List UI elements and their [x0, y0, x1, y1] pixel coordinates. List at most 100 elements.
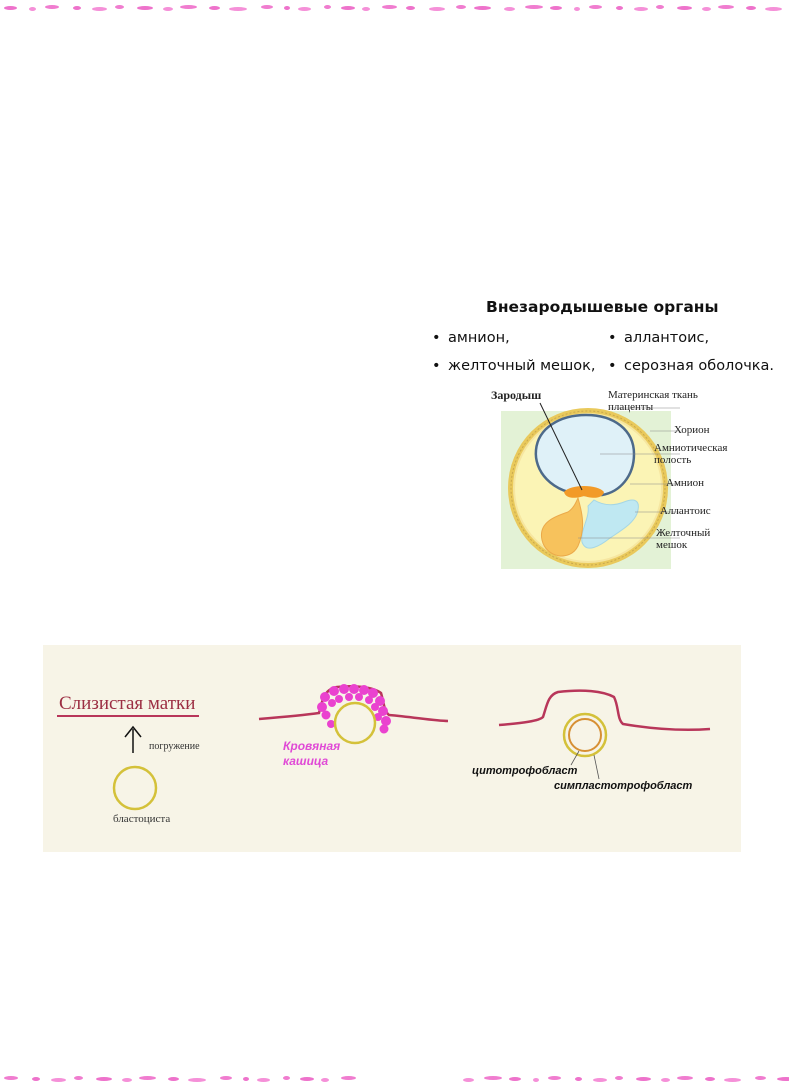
- label-yolk-sac-1: Желточный: [656, 527, 711, 539]
- embryo-shape: [564, 486, 604, 498]
- embryo-diagram: Зародыш Материнская ткань плаценты Хорио…: [490, 388, 750, 576]
- border-dash: [656, 5, 664, 9]
- border-dash: [702, 7, 711, 11]
- label-embryo: Зародыш: [491, 388, 542, 402]
- border-dash: [92, 7, 107, 11]
- top-dashed-border: [0, 0, 789, 16]
- label-symplastotrophoblast: симпластотрофобласт: [554, 780, 693, 792]
- border-dash: [550, 6, 562, 10]
- border-dash: [163, 7, 173, 11]
- amniotic-cavity: [534, 413, 636, 497]
- border-dash: [474, 6, 491, 10]
- embryo-pointer: [539, 402, 583, 491]
- border-dash: [484, 1076, 502, 1080]
- border-dash: [220, 1076, 232, 1080]
- implanting-blastocyst: [333, 701, 377, 745]
- label-blood-lacuna: Кровяная кашица: [283, 739, 341, 768]
- border-dash: [300, 1077, 314, 1081]
- border-dash: [615, 1076, 623, 1080]
- organ-item-yolk-sac: • желточный мешок,: [432, 358, 595, 374]
- border-dash: [593, 1078, 607, 1082]
- border-dash: [382, 5, 397, 9]
- organ-item-allantois: • аллантоис,: [608, 330, 709, 346]
- border-dash: [321, 1078, 329, 1082]
- border-dash: [533, 1078, 539, 1082]
- border-dash: [718, 5, 734, 9]
- chorion-dots: [510, 410, 666, 566]
- embryo-diagram-svg: [501, 402, 680, 569]
- border-dash: [574, 7, 580, 11]
- bottom-dashed-border: [0, 1071, 789, 1087]
- border-dash: [341, 1076, 356, 1080]
- border-dash: [180, 5, 197, 9]
- organ-label: амнион,: [448, 330, 510, 346]
- border-dash: [51, 1078, 66, 1082]
- border-dash: [4, 1076, 18, 1080]
- label-placenta: плаценты: [608, 401, 654, 413]
- label-blastocyst: бластоциста: [113, 813, 171, 825]
- border-dash: [229, 7, 247, 11]
- border-dash: [96, 1077, 112, 1081]
- label-amnion: Амнион: [666, 477, 705, 489]
- label-immersion: погружение: [149, 741, 200, 752]
- border-dash: [504, 7, 515, 11]
- border-dash: [463, 1078, 474, 1082]
- border-dash: [548, 1076, 561, 1080]
- bottom-border-svg: [4, 1076, 789, 1082]
- organ-label: аллантоис,: [624, 330, 710, 346]
- border-dash: [509, 1077, 521, 1081]
- border-dash: [284, 6, 290, 10]
- border-dash: [74, 1076, 83, 1080]
- bullet: •: [608, 330, 617, 346]
- label-chorion: Хорион: [674, 424, 710, 436]
- border-dash: [362, 7, 370, 11]
- border-dash: [45, 5, 59, 9]
- border-dash: [257, 1078, 270, 1082]
- border-dash: [243, 1077, 249, 1081]
- blastocyst-circle: [112, 765, 158, 811]
- border-dash: [168, 1077, 179, 1081]
- organ-item-amnion: • амнион,: [432, 330, 510, 346]
- border-dash: [661, 1078, 670, 1082]
- mucosa-step3: [498, 689, 711, 731]
- border-dash: [188, 1078, 206, 1082]
- organ-label: желточный мешок,: [448, 358, 596, 374]
- implantation-svg: [57, 684, 711, 811]
- border-dash: [636, 1077, 651, 1081]
- bullet: •: [432, 358, 441, 374]
- border-dash: [298, 7, 311, 11]
- border-dash: [29, 7, 36, 11]
- border-dash: [456, 5, 466, 9]
- border-dash: [4, 6, 17, 10]
- border-dash: [73, 6, 81, 10]
- immersion-arrow-head: [124, 725, 142, 738]
- border-dash: [32, 1077, 40, 1081]
- border-dash: [429, 7, 445, 11]
- border-dash: [406, 6, 415, 10]
- label-yolk-sac-2: мешок: [656, 539, 688, 551]
- blood-lacuna-dots: [317, 684, 391, 734]
- label-allantois: Аллантоис: [660, 505, 711, 517]
- border-dash: [139, 1076, 156, 1080]
- cytotrophoblast-ring: [568, 718, 602, 752]
- border-dash: [765, 7, 782, 11]
- bullet: •: [608, 358, 617, 374]
- bullet: •: [432, 330, 441, 346]
- border-dash: [777, 1077, 789, 1081]
- label-amniotic-cavity-2: полость: [654, 454, 692, 466]
- label-cytotrophoblast: цитотрофобласт: [472, 765, 578, 777]
- border-dash: [677, 6, 692, 10]
- border-dash: [746, 6, 756, 10]
- top-border-svg: [4, 5, 782, 11]
- organ-item-serosa: •серозная оболочка.: [608, 358, 774, 374]
- organs-title: Внезародышевые органы: [486, 298, 719, 316]
- symplastotrophoblast-ring: [562, 712, 608, 758]
- border-dash: [724, 1078, 741, 1082]
- border-dash: [137, 6, 153, 10]
- implantation-panel: Слизистая матки погружение бластоциста К…: [43, 645, 741, 852]
- label-maternal-tissue: Материнская ткань: [608, 389, 698, 401]
- border-dash: [677, 1076, 693, 1080]
- border-dash: [755, 1076, 766, 1080]
- allantois-shape: [581, 499, 639, 549]
- border-dash: [122, 1078, 132, 1082]
